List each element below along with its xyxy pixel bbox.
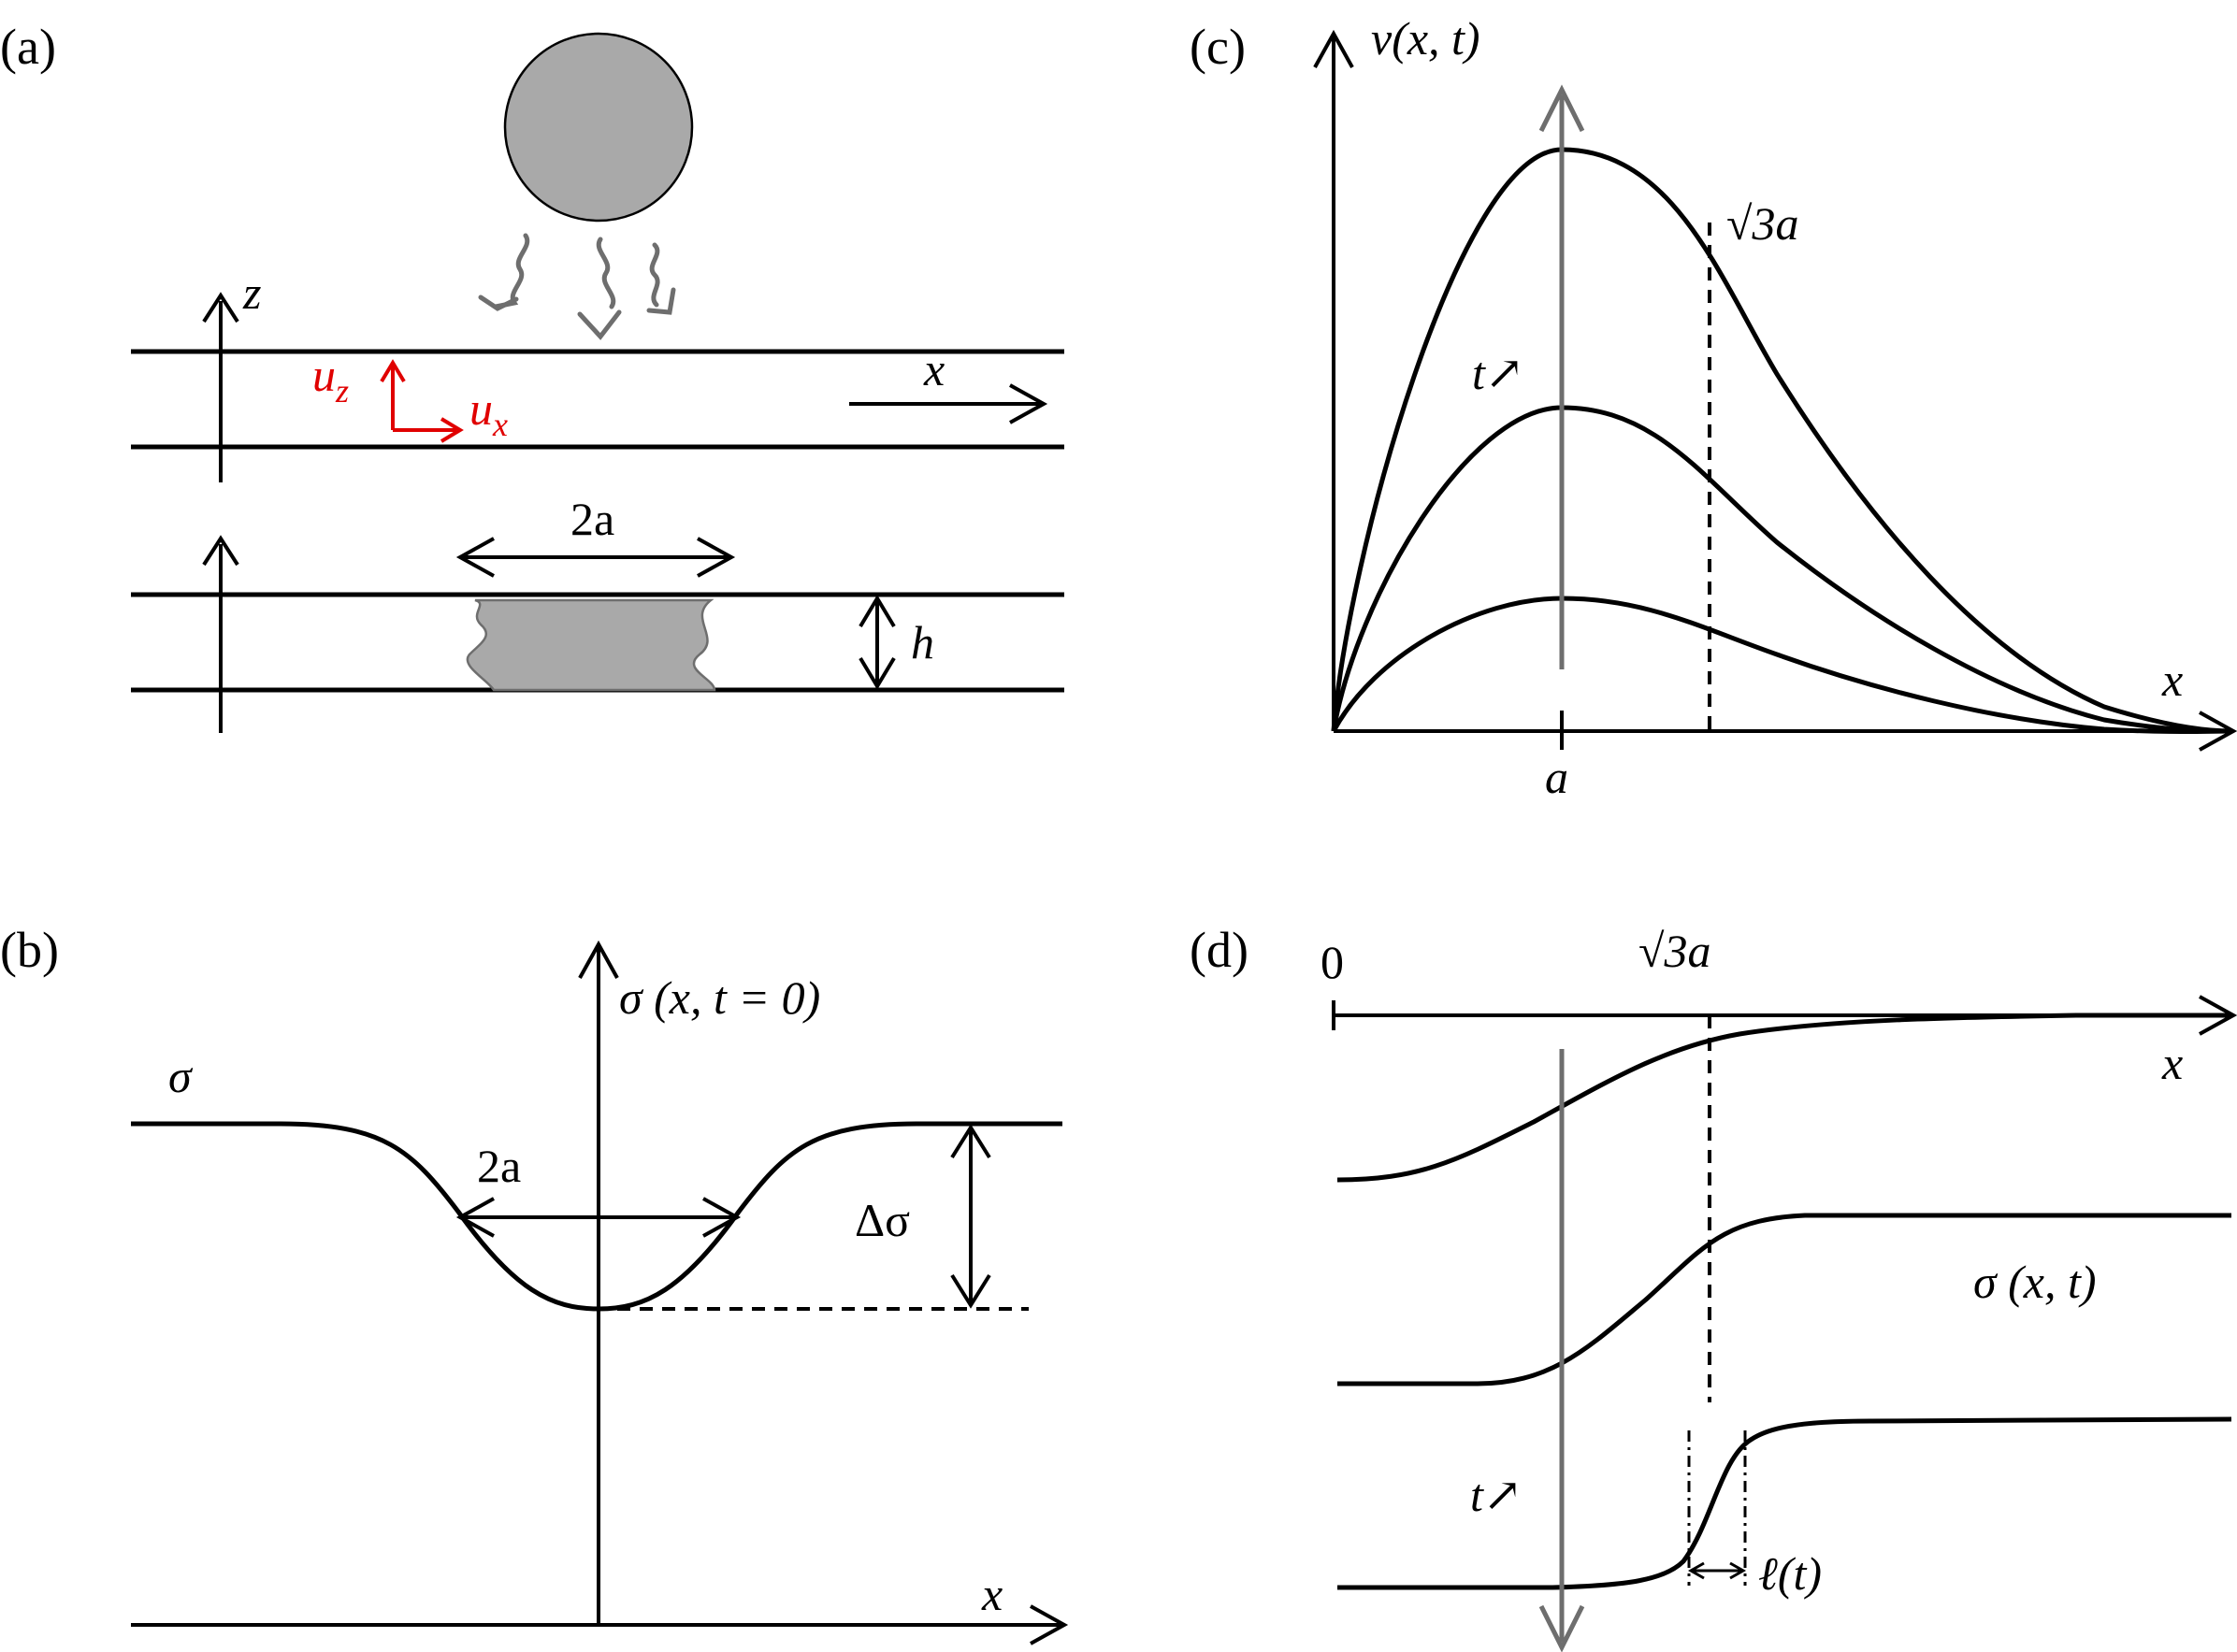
heated-region [466, 598, 716, 692]
panel-a: (a) z uz ux [0, 19, 1064, 733]
sigma-label-d: σ (x, t) [1973, 1256, 2097, 1308]
heat-source-sphere [503, 32, 694, 223]
sqrt3a-label-c: √3a [1726, 197, 1798, 250]
zero-label-d: 0 [1321, 936, 1344, 988]
panel-c: (c) v(x, t) x a t↗ √3a [1190, 12, 2237, 803]
radiation-arrow-center-head [577, 309, 622, 340]
delta-sigma-label: Δσ [855, 1194, 910, 1246]
velocity-axes [380, 359, 464, 443]
radiation-arrow-right-head [646, 287, 676, 315]
radiation-arrow-left-head [478, 294, 519, 311]
velocity-curve-1 [1331, 147, 2232, 734]
film-upper [131, 349, 1064, 450]
sigma-curve-2 [1337, 1213, 2231, 1386]
z-axis-lower [202, 535, 239, 733]
thickness-arrow [859, 595, 896, 690]
sigma-profile-curve [131, 1121, 1062, 1312]
panel-b: (b) x σ (x, t = 0) σ 2a Δσ [0, 922, 1069, 1645]
panel-c-tag: (c) [1190, 19, 1246, 75]
delta-sigma-arrow [617, 1124, 1029, 1311]
x-axis-label-b: x [981, 1568, 1003, 1620]
axes-c [1313, 29, 2237, 752]
panel-a-tag: (a) [0, 19, 56, 75]
y-axis-label-b: σ (x, t = 0) [619, 971, 820, 1024]
ux-label: ux [469, 382, 508, 443]
x-axis-label-d: x [2161, 1037, 2183, 1089]
thickness-label: h [911, 616, 934, 668]
radiation-arrow-center [596, 237, 616, 309]
axes-b [131, 940, 1069, 1645]
sigma-label-b: σ [168, 1050, 194, 1102]
sqrt3a-label-d: √3a [1638, 925, 1710, 977]
panel-d: (d) 0 √3a x t↗ ℓ(t) σ (x, t) [1190, 922, 2237, 1652]
x-arrow-upper [849, 383, 1048, 424]
time-label-d: t↗ [1470, 1469, 1523, 1521]
width-arrow-a [455, 537, 736, 578]
tick-label-a: a [1545, 751, 1568, 803]
sigma-curve-1 [1336, 1013, 2231, 1183]
time-label-c: t↗ [1472, 347, 1524, 399]
radiation-arrow-right [649, 242, 660, 308]
time-arrow-c [1538, 84, 1585, 669]
front-width-label: ℓ(t) [1758, 1547, 1822, 1600]
uz-label: uz [312, 349, 349, 409]
width-label-a: 2a [570, 493, 614, 545]
radiation-arrow-left [493, 233, 530, 309]
sigma-curve-3 [1337, 1416, 2232, 1590]
x-axis-label-c: x [2161, 654, 2183, 706]
front-width-marker [1687, 1430, 1747, 1586]
z-axis-upper [202, 292, 239, 482]
panel-d-tag: (d) [1190, 922, 1248, 978]
y-axis-label-c: v(x, t) [1371, 12, 1480, 65]
width-label-b: 2a [477, 1140, 521, 1192]
x-label-upper: x [923, 343, 945, 395]
time-arrow-d [1538, 1049, 1585, 1652]
velocity-curve-2 [1331, 405, 2232, 734]
z-axis-label: z [242, 266, 261, 319]
width-arrow-b [455, 1197, 742, 1238]
velocity-curve-3 [1331, 596, 2232, 734]
radiation-arrows [478, 233, 676, 340]
panel-b-tag: (b) [0, 922, 59, 978]
